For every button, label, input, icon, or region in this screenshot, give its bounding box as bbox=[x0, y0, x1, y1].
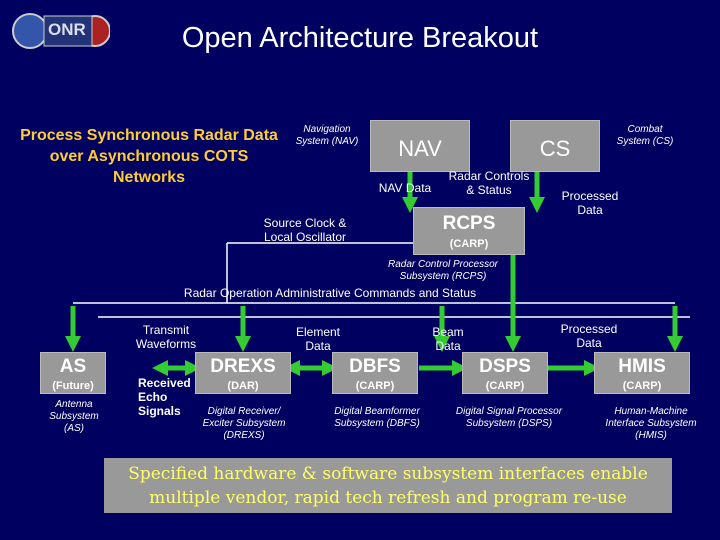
subsystem-dsps: DSPS (CARP) bbox=[462, 352, 548, 394]
beam-data-label: Beam Data bbox=[432, 325, 464, 353]
hmis-sub: (CARP) bbox=[622, 380, 662, 392]
dbfs-description: Digital Beamformer Subsystem (DBFS) bbox=[334, 406, 420, 429]
dbfs-sub: (CARP) bbox=[355, 380, 395, 392]
processed-data-top-label: Processed Data bbox=[561, 189, 619, 217]
logo-text: ONR bbox=[48, 20, 86, 39]
received-echo-label: Received Echo Signals bbox=[138, 376, 191, 418]
as-description: Antenna Subsystem (AS) bbox=[49, 399, 99, 434]
source-clock-label: Source Clock & Local Oscillator bbox=[263, 216, 347, 244]
dsps-name: DSPS bbox=[479, 356, 531, 377]
subsystem-hmis: HMIS (CARP) bbox=[594, 352, 690, 394]
radar-controls-label: Radar Controls & Status bbox=[448, 169, 530, 197]
transmit-waveforms-label: Transmit Waveforms bbox=[135, 323, 197, 351]
as-name: AS bbox=[59, 356, 87, 377]
hmis-description: Human-Machine Interface Subsystem (HMIS) bbox=[605, 406, 697, 441]
drexs-description: Digital Receiver/ Exciter Subsystem (DRE… bbox=[202, 406, 286, 441]
nav-data-label: NAV Data bbox=[378, 181, 432, 195]
rcps-label: RCPS bbox=[442, 213, 496, 234]
element-data-label: Element Data bbox=[295, 325, 341, 353]
subsystem-dbfs: DBFS (CARP) bbox=[332, 352, 418, 394]
subsystem-as: AS (Future) bbox=[40, 352, 106, 394]
dsps-sub: (CARP) bbox=[485, 380, 525, 392]
nav-box-label: NAV bbox=[398, 136, 442, 161]
hmis-name: HMIS bbox=[618, 356, 666, 377]
rcps-sub: (CARP) bbox=[449, 238, 489, 250]
rcps-box: RCPS (CARP) bbox=[413, 207, 525, 255]
rcps-description: Radar Control Processor Subsystem (RCPS) bbox=[387, 259, 499, 282]
dbfs-name: DBFS bbox=[349, 356, 401, 377]
cs-box: CS bbox=[510, 120, 600, 172]
onr-logo: ONR bbox=[10, 6, 111, 56]
nav-box: NAV bbox=[370, 120, 470, 172]
dsps-description: Digital Signal Processor Subsystem (DSPS… bbox=[455, 406, 563, 429]
nav-description: Navigation System (NAV) bbox=[295, 124, 359, 147]
as-sub: (Future) bbox=[52, 380, 94, 392]
subsystem-drexs: DREXS (DAR) bbox=[195, 352, 291, 394]
subtitle: Process Synchronous Radar Data over Asyn… bbox=[20, 127, 278, 186]
cs-description: Combat System (CS) bbox=[616, 124, 674, 147]
drexs-sub: (DAR) bbox=[227, 380, 259, 392]
summary-banner: Specified hardware & software subsystem … bbox=[104, 458, 672, 513]
admin-commands-label: Radar Operation Administrative Commands … bbox=[183, 286, 477, 300]
drexs-name: DREXS bbox=[210, 356, 276, 377]
processed-data-label: Processed Data bbox=[560, 322, 618, 350]
page-title: Open Architecture Breakout bbox=[181, 22, 539, 54]
cs-box-label: CS bbox=[539, 136, 571, 161]
